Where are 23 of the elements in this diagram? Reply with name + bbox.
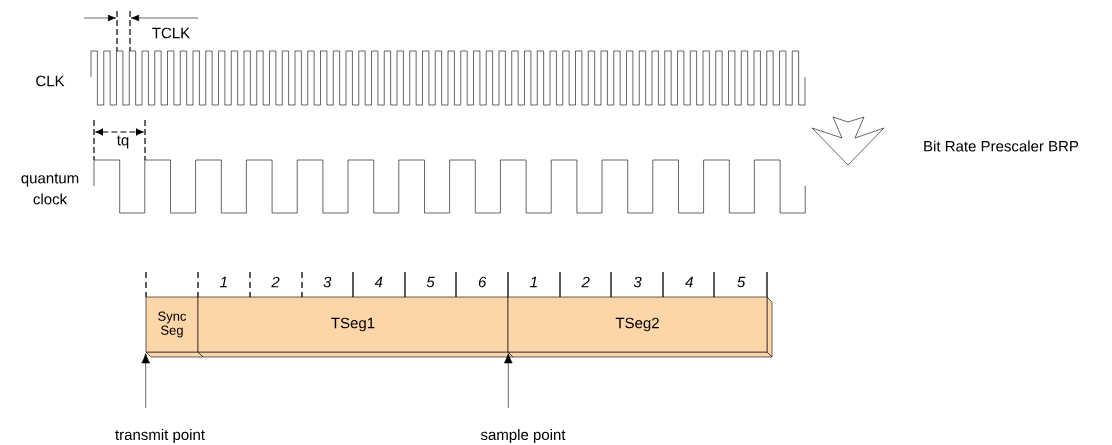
quantum-number: 4: [374, 276, 383, 288]
signal-name: CLK: [36, 75, 65, 87]
quantum-number: 1: [530, 276, 537, 288]
arrow: [504, 353, 513, 409]
quantum-number: 1: [220, 276, 227, 288]
dimension-label: tq: [116, 135, 129, 149]
quantum-number: 6: [478, 276, 487, 288]
point-label: transmit point: [115, 429, 205, 443]
quantum-number: 4: [685, 276, 693, 288]
quantum-number: 5: [426, 276, 435, 288]
point-label: sample point: [480, 429, 566, 443]
dimension-label: TCLK: [152, 27, 190, 39]
quantum-number: 5: [737, 276, 746, 288]
note-text: Bit Rate Prescaler BRP: [924, 140, 1079, 152]
quantum-number: 3: [323, 276, 332, 288]
segment-box: Sync Seg: [145, 296, 204, 358]
quantum-number: 3: [633, 276, 642, 288]
segment-box: TSeg2: [507, 296, 773, 358]
quantum-number: 2: [271, 276, 280, 288]
quantum-number: 2: [581, 276, 590, 288]
segment-box: TSeg1: [197, 296, 514, 358]
signal-name: quantum clock: [21, 173, 79, 205]
arrow: [141, 353, 150, 409]
